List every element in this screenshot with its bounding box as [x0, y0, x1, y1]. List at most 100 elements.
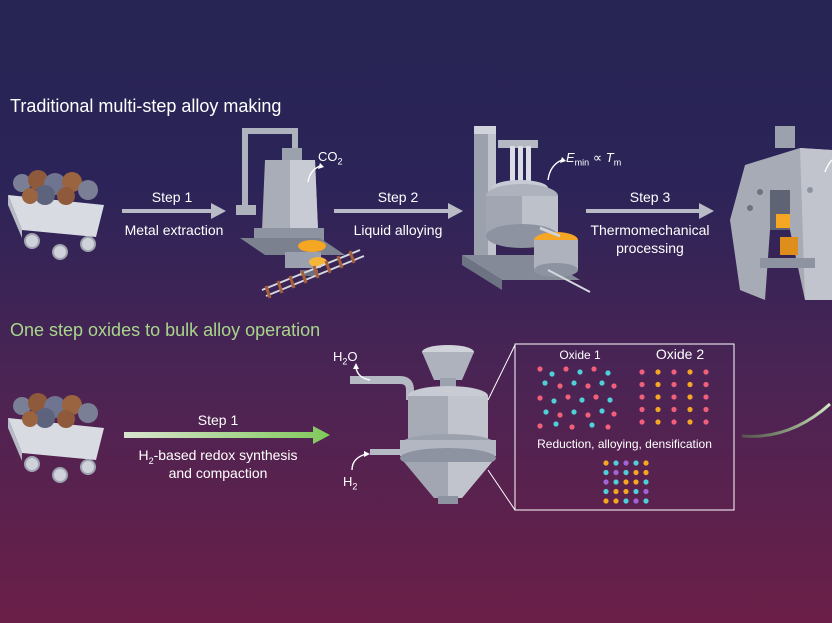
oxide2-atom	[687, 369, 692, 374]
oxide2-atom	[639, 369, 644, 374]
alloy-atom	[623, 498, 628, 503]
alloy-atom	[623, 460, 628, 465]
callout-line-bottom	[488, 470, 515, 510]
oxide2-atom	[703, 419, 708, 424]
oxide2-atom	[687, 419, 692, 424]
oxide1-atom	[571, 409, 576, 414]
h2-label: H2	[343, 474, 357, 492]
oxide2-atom	[655, 382, 660, 387]
top-step3-desc-line1: Thermomechanical	[578, 221, 722, 239]
oxide1-atom	[605, 424, 610, 429]
oxide1-atom	[549, 371, 554, 376]
bottom-section-title: One step oxides to bulk alloy operation	[10, 320, 320, 341]
oxide1-atom	[611, 383, 616, 388]
alloy-atom	[633, 460, 638, 465]
oxide1-atom	[537, 395, 542, 400]
alloy-atom	[603, 470, 608, 475]
oxide1-atom	[577, 369, 582, 374]
alloy-atom	[623, 470, 628, 475]
oxide1-atom	[542, 380, 547, 385]
oxide1-atom	[557, 412, 562, 417]
alloy-atom	[613, 489, 618, 494]
emin-proportional-label: Emin ∝ Tm	[566, 150, 621, 168]
h2-arrow	[352, 454, 366, 470]
oxide1-atom	[593, 394, 598, 399]
alloy-atom	[633, 498, 638, 503]
oxide1-atom	[599, 380, 604, 385]
alloy-atom	[633, 489, 638, 494]
oxide1-atom	[605, 370, 610, 375]
oxide2-atom	[655, 369, 660, 374]
co2-label: CO2	[318, 149, 343, 167]
oxide2-atom	[671, 394, 676, 399]
bottom-step1-desc-line2: and compaction	[118, 464, 318, 482]
alloy-atom	[643, 498, 648, 503]
oxide1-atom	[607, 397, 612, 402]
oxide1-atom	[565, 394, 570, 399]
oxide1-atom	[579, 397, 584, 402]
oxide1-atom	[553, 421, 558, 426]
oxide1-atom	[569, 424, 574, 429]
forging-press-icon	[730, 126, 832, 300]
oxide1-atom	[589, 422, 594, 427]
oxide2-atom	[655, 407, 660, 412]
alloy-atom	[633, 479, 638, 484]
alloy-atom	[613, 498, 618, 503]
alloy-atom	[643, 470, 648, 475]
oxide2-atom	[671, 369, 676, 374]
oxide1-atom	[551, 398, 556, 403]
top-step2-desc: Liquid alloying	[336, 221, 460, 239]
callout-line-top	[488, 345, 515, 400]
alloy-atom	[603, 489, 608, 494]
oxide1-label: Oxide 1	[548, 348, 612, 362]
oxide2-atom	[655, 394, 660, 399]
oxide2-atom	[687, 382, 692, 387]
inset-caption: Reduction, alloying, densification	[515, 437, 734, 451]
oxide1-atom	[543, 409, 548, 414]
oxide1-atom	[585, 383, 590, 388]
oxide1-atom	[585, 412, 590, 417]
reactor-icon	[350, 345, 496, 504]
alloy-atom	[643, 460, 648, 465]
top-step1-desc: Metal extraction	[114, 221, 234, 239]
oxide2-atom	[639, 407, 644, 412]
alloy-atom	[633, 470, 638, 475]
oxide1-atom	[591, 366, 596, 371]
top-step1-label: Step 1	[122, 188, 222, 206]
oxide2-atom	[639, 382, 644, 387]
ore-cart-bottom-icon	[8, 393, 104, 482]
top-step3-desc-line2: processing	[578, 239, 722, 257]
oxide2-atom	[671, 419, 676, 424]
oxide1-atom	[557, 383, 562, 388]
oxide1-atom	[537, 366, 542, 371]
oxide2-atom	[703, 407, 708, 412]
bottom-step1-label: Step 1	[168, 411, 268, 429]
oxide2-atom	[703, 369, 708, 374]
alloy-atom	[623, 489, 628, 494]
alloy-atom	[613, 479, 618, 484]
oxide2-atom	[703, 394, 708, 399]
oxide1-atom	[563, 366, 568, 371]
oxide2-atom	[639, 394, 644, 399]
oxide1-atom	[537, 423, 542, 428]
ore-cart-top-icon	[8, 170, 104, 259]
oxide2-atom	[639, 419, 644, 424]
inset-box	[515, 344, 734, 510]
output-curve	[742, 404, 830, 436]
oxide2-atom	[671, 382, 676, 387]
alloy-atom	[613, 470, 618, 475]
alloy-atom	[603, 498, 608, 503]
alloy-atom	[603, 460, 608, 465]
emin-arrow	[548, 160, 562, 180]
oxide1-atom	[611, 411, 616, 416]
atom-dots	[537, 366, 708, 503]
alloy-atom	[643, 479, 648, 484]
oxide2-atom	[671, 407, 676, 412]
top-step2-label: Step 2	[348, 188, 448, 206]
oxide2-atom	[687, 394, 692, 399]
alloy-atom	[643, 489, 648, 494]
alloy-atom	[623, 479, 628, 484]
alloy-atom	[613, 460, 618, 465]
h2o-label: H2O	[333, 349, 358, 367]
